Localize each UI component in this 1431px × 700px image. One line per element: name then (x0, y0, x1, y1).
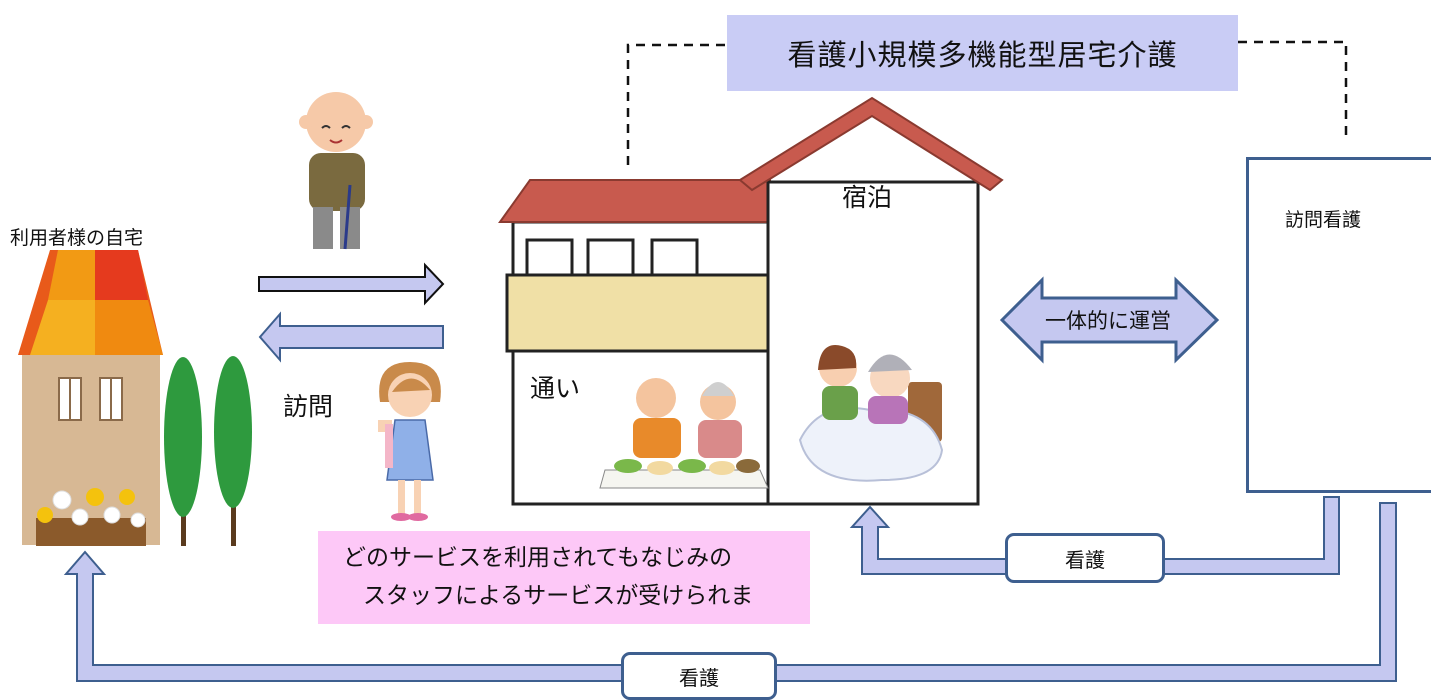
nursing-label-upper: 看護 (1005, 533, 1165, 583)
title-text: 看護小規模多機能型居宅介護 (787, 38, 1178, 72)
nursing-arrow-to-facility (849, 496, 1340, 575)
flower-icon (37, 488, 146, 528)
double-arrow-integrated (999, 276, 1220, 364)
tree-icon (164, 356, 252, 546)
integrated-operation-label: 一体的に運営 (1045, 309, 1171, 333)
visit-label: 訪問 (283, 392, 334, 421)
arrow-right-to-facility (258, 262, 445, 306)
facility-building (498, 96, 1004, 506)
message-box: どのサービスを利用されてもなじみの スタッフによるサービスが受けられま (318, 531, 810, 624)
bed-care-illustration (798, 345, 944, 482)
nursing-arrow-to-home (63, 502, 1397, 682)
caregiver-woman-illustration (378, 362, 441, 521)
home-nursing-box (1246, 157, 1431, 493)
nursing-label-lower: 看護 (621, 652, 777, 700)
overnight-label: 宿泊 (842, 183, 893, 212)
message-line-2: スタッフによるサービスが受けられま (363, 583, 754, 609)
home-nursing-label: 訪問看護 (1285, 209, 1362, 231)
message-line-1: どのサービスを利用されてもなじみの (343, 545, 733, 571)
title-box: 看護小規模多機能型居宅介護 (727, 15, 1238, 91)
home-label: 利用者様の自宅 (10, 227, 144, 249)
arrow-left-to-home (258, 311, 444, 363)
dining-elderly-illustration (599, 378, 769, 489)
day-service-label: 通い (530, 374, 581, 403)
dashed-connector (626, 40, 1348, 165)
home-house-icon (18, 250, 163, 546)
elderly-man-illustration (299, 92, 373, 250)
